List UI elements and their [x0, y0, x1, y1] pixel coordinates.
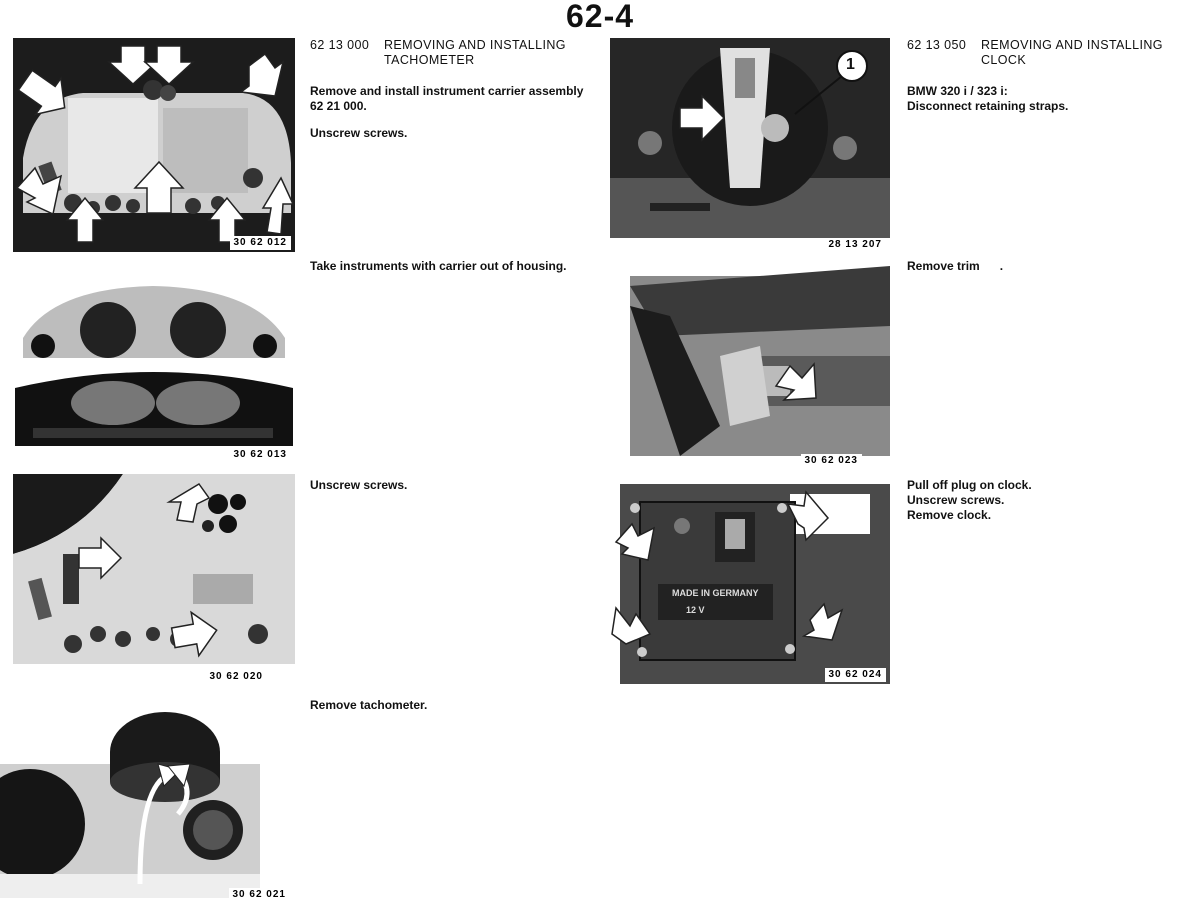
step-text: Remove trim .	[907, 259, 1004, 273]
step-remove-tachometer: Remove tachometer.	[310, 698, 595, 713]
arrow-icon	[78, 483, 218, 658]
figure-number: 28 13 207	[824, 238, 886, 252]
figure-remove-clock: MADE IN GERMANY 12 V 30 62 024	[610, 484, 890, 684]
section-title-line: REMOVING AND INSTALLING	[981, 38, 1163, 52]
page-number: 62-4	[565, 0, 635, 34]
section-title: REMOVING AND INSTALLING TACHOMETER	[384, 38, 566, 68]
figure-number: 30 62 012	[229, 236, 291, 250]
figure-clock-retaining-straps-drawing	[610, 38, 890, 238]
step-remove-clock: Pull off plug on clock. Unscrew screws. …	[907, 478, 1192, 523]
arrow-icon	[15, 45, 295, 243]
label-plate-text: MADE IN GERMANY	[672, 588, 759, 598]
step-text: Disconnect retaining straps.	[907, 99, 1069, 113]
figure-instruments-out-of-housing-drawing	[15, 286, 293, 446]
section-title: REMOVING AND INSTALLING CLOCK	[981, 38, 1163, 68]
step-text: 62 21 000.	[310, 99, 367, 113]
step-take-out-instruments: Take instruments with carrier out of hou…	[310, 259, 595, 274]
section-title-line: CLOCK	[981, 53, 1027, 67]
arrow-icon	[774, 362, 817, 401]
section-heading: 62 13 050 REMOVING AND INSTALLING CLOCK	[907, 38, 1192, 68]
step-text: Remove clock.	[907, 508, 992, 522]
section-tachometer: 62 13 000 REMOVING AND INSTALLING TACHOM…	[310, 38, 595, 141]
step-text: Take instruments with carrier out of hou…	[310, 259, 567, 273]
clock-label-plate: MADE IN GERMANY 12 V	[672, 588, 759, 616]
step-text: BMW 320 i / 323 i:	[907, 84, 1008, 98]
figure-instrument-carrier-rear: 30 62 012	[13, 38, 295, 252]
step-text: Remove tachometer.	[310, 698, 428, 712]
step-text: Remove and install instrument carrier as…	[310, 84, 584, 98]
step-text: Unscrew screws.	[907, 493, 1005, 507]
figure-number: 30 62 023	[800, 454, 862, 468]
figure-clock-retaining-straps: 1 28 13 207	[610, 38, 890, 252]
section-code: 62 13 000	[310, 38, 370, 52]
figure-carrier-screws-drawing	[13, 474, 295, 664]
section-clock: 62 13 050 REMOVING AND INSTALLING CLOCK …	[907, 38, 1192, 114]
label-plate-text: 12 V	[686, 605, 705, 615]
figure-remove-trim-drawing	[630, 266, 890, 456]
section-title-line: TACHOMETER	[384, 53, 475, 67]
figure-remove-tachometer: 30 62 021	[0, 704, 296, 902]
section-heading: 62 13 000 REMOVING AND INSTALLING TACHOM…	[310, 38, 595, 68]
arrow-icon	[137, 763, 191, 885]
figure-instruments-out-of-housing: 30 62 013	[13, 268, 295, 464]
section-code: 62 13 050	[907, 38, 967, 52]
section-title-line: REMOVING AND INSTALLING	[384, 38, 566, 52]
figure-remove-trim: 30 62 023	[610, 266, 890, 470]
figure-instrument-carrier-rear-drawing	[13, 38, 295, 252]
step-remove-trim: Remove trim .	[907, 259, 1192, 274]
step-unscrew-carrier: Unscrew screws.	[310, 478, 595, 493]
arrow-icon	[679, 75, 843, 142]
callout-number: 1	[846, 56, 855, 73]
step-text: Pull off plug on clock.	[907, 478, 1032, 492]
arrow-icon	[611, 490, 844, 645]
step-text: Unscrew screws.	[310, 478, 408, 492]
figure-number: 30 62 020	[205, 670, 267, 684]
figure-number: 30 62 013	[229, 448, 291, 462]
figure-remove-clock-drawing	[620, 484, 890, 684]
figure-carrier-screws: 30 62 020	[13, 474, 295, 686]
figure-number: 30 62 024	[824, 668, 886, 682]
figure-number: 30 62 021	[228, 888, 290, 902]
step-text: Unscrew screws.	[310, 126, 408, 140]
